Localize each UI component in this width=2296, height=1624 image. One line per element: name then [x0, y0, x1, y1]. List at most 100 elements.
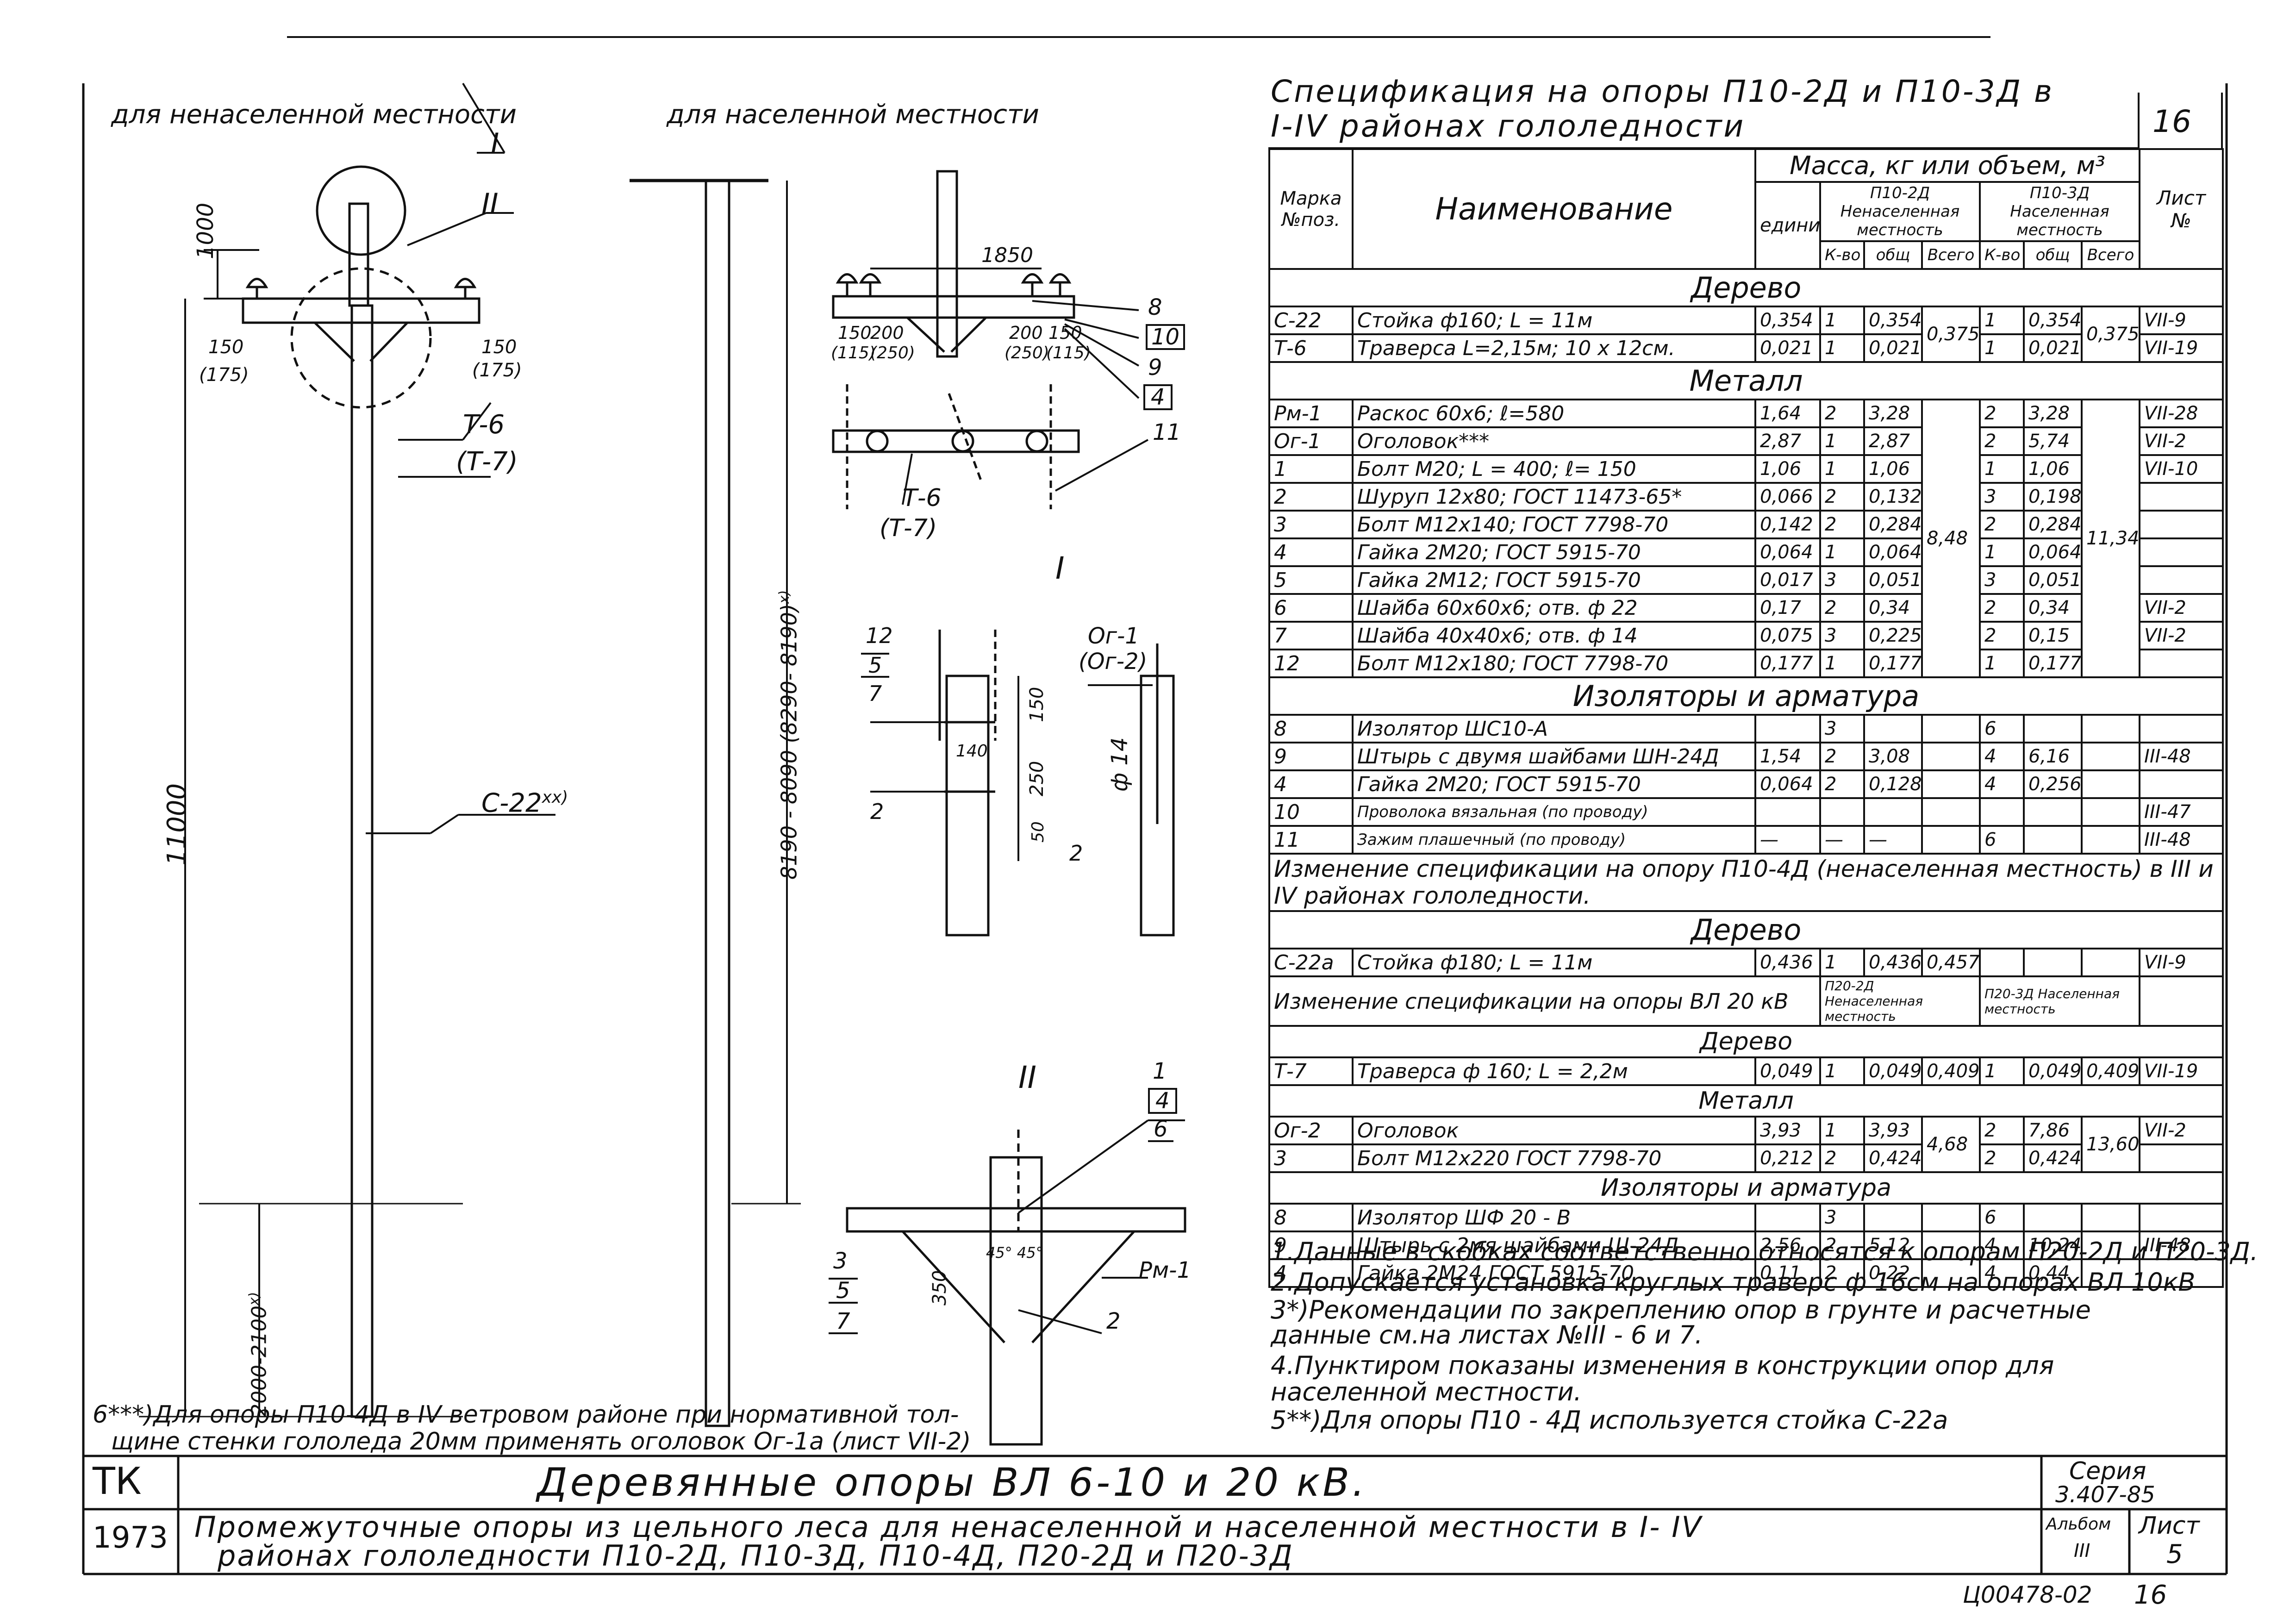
node-II-detail — [846, 1119, 1186, 1446]
change-1-heading: Изменение спецификации на опору П10-4Д (… — [1268, 853, 2224, 912]
dim-250c: 250 — [1026, 761, 1048, 796]
mark-I-detail: I — [1055, 550, 1065, 586]
node-II-7: 7 — [829, 1310, 858, 1334]
dim-150-right: 150 — [481, 337, 517, 358]
callout-9: 9 — [1148, 355, 1162, 381]
note-3b: данные см.на листах №III - 6 и 7. — [1271, 1320, 1703, 1349]
dim-11000: 11000 — [162, 783, 192, 866]
head-mass: Масса, кг или объем, м³ — [1754, 148, 2141, 183]
titleblock-org: ТК — [93, 1460, 142, 1503]
node-II-5: 5 — [829, 1278, 858, 1304]
traverse-front-detail — [832, 170, 1148, 509]
section-insulators: Изоляторы и арматура — [1268, 676, 2224, 716]
label-traverse: Т-6 — [463, 410, 505, 440]
spec-header-row: Марка №поз. Наименование Масса, кг или о… — [1268, 148, 2224, 270]
change-2-insul: Изоляторы и арматура — [1268, 1171, 2224, 1205]
mark-I-left: I — [491, 127, 499, 161]
label-post-sup: xx) — [542, 788, 568, 807]
dim-250a: (250) — [870, 344, 915, 362]
note-4b: населенной местности. — [1271, 1377, 1582, 1406]
spec-title-2: I-IV районах гололедности — [1271, 108, 1746, 144]
dim-height-sup: x) — [776, 590, 792, 604]
node-I-2b: 2 — [1069, 841, 1083, 866]
node-II-3: 3 — [833, 1248, 848, 1274]
pole-unpopulated — [139, 82, 555, 1418]
label-post-text: С-22 — [481, 788, 542, 818]
dim-150-left: 150 — [208, 337, 244, 358]
series-label: Серия — [2069, 1457, 2146, 1485]
label-traverse-alt: (Т-7) — [456, 447, 518, 477]
note-6-line2: щине стенки гололеда 20мм применять огол… — [111, 1428, 971, 1455]
label-post: С-22xx) — [481, 789, 568, 817]
head-name: Наименование — [1352, 148, 1756, 270]
spec-title-1: Спецификация на опоры П10-2Д и П10-3Д в — [1271, 74, 2054, 109]
dim-150a: 150 — [838, 323, 872, 343]
spec-sheet-no: 16 — [2152, 104, 2191, 139]
page-number: 16 — [2134, 1580, 2167, 1610]
dim-115b: (115) — [1046, 344, 1091, 362]
label-traverse-2: Т-6 — [903, 484, 942, 512]
head-all-2: Всего — [2080, 240, 2141, 270]
wood-total-1: 0,375 — [1921, 306, 1981, 363]
callout-4: 4 — [1143, 384, 1173, 410]
album-value: III — [2074, 1540, 2090, 1562]
metal-total-2: 11,34 — [2080, 399, 2141, 678]
head-all-1: Всего — [1921, 240, 1981, 270]
album-label: Альбом — [2046, 1515, 2111, 1534]
spec-table: Марка №поз. Наименование Масса, кг или о… — [1268, 148, 2224, 1288]
dim-burial-sup: x) — [246, 1292, 262, 1306]
doc-code: Ц00478-02 — [1963, 1581, 2092, 1608]
callout-11: 11 — [1153, 419, 1181, 445]
change-2-wood: Дерево — [1268, 1025, 2224, 1058]
node-II-4: 4 — [1148, 1088, 1177, 1114]
dim-height: 8190 - 8090 (8290- 8190)x) — [776, 590, 802, 880]
change-1-wood: Дерево — [1268, 910, 2224, 949]
label-unpopulated: для ненаселенной местности — [111, 100, 517, 130]
callout-10: 10 — [1146, 324, 1185, 350]
node-I-5: 5 — [861, 653, 890, 678]
phi14-label: ф 14 — [1107, 737, 1133, 792]
dim-150b: 150 — [1048, 323, 1082, 343]
note-2: 2.Допускается установка круглых траверс … — [1271, 1268, 2196, 1297]
dim-50: 50 — [1029, 821, 1048, 843]
head-sheet: Лист № — [2139, 148, 2224, 270]
callout-8: 8 — [1148, 294, 1162, 320]
head-mark: Марка №поз. — [1268, 148, 1354, 270]
pole-side-view — [630, 179, 801, 1427]
head-p102: П10-2Д Ненаселенная местность — [1819, 181, 1981, 242]
note-3: 3*)Рекомендации по закреплению опор в гр… — [1271, 1295, 2091, 1324]
og-label: Ог-1 — [1088, 623, 1139, 649]
dim-height-text: 8190 - 8090 (8290- 8190) — [776, 604, 802, 880]
titleblock-year: 1973 — [93, 1521, 168, 1555]
dim-1000: 1000 — [193, 202, 218, 259]
titleblock-subtitle-1: Промежуточные опоры из цельного леса для… — [194, 1510, 1703, 1544]
note-1: 1.Данные в скобках соответственно относя… — [1271, 1237, 2259, 1266]
head-p103: П10-3Д Населенная местность — [1978, 181, 2141, 242]
head-total-2: общ — [2023, 240, 2083, 270]
dim-burial: 2000-2100x) — [246, 1292, 271, 1417]
dim-150c: 150 — [1026, 687, 1048, 722]
og-alt: (Ог-2) — [1079, 649, 1148, 675]
node-II-1: 1 — [1153, 1058, 1167, 1084]
dim-1850: 1850 — [981, 244, 1033, 267]
node-I-7: 7 — [868, 681, 882, 706]
dim-250b: (250) — [1004, 344, 1049, 362]
titleblock-subtitle-2: районах гололедности П10-2Д, П10-3Д, П10… — [218, 1539, 1294, 1573]
